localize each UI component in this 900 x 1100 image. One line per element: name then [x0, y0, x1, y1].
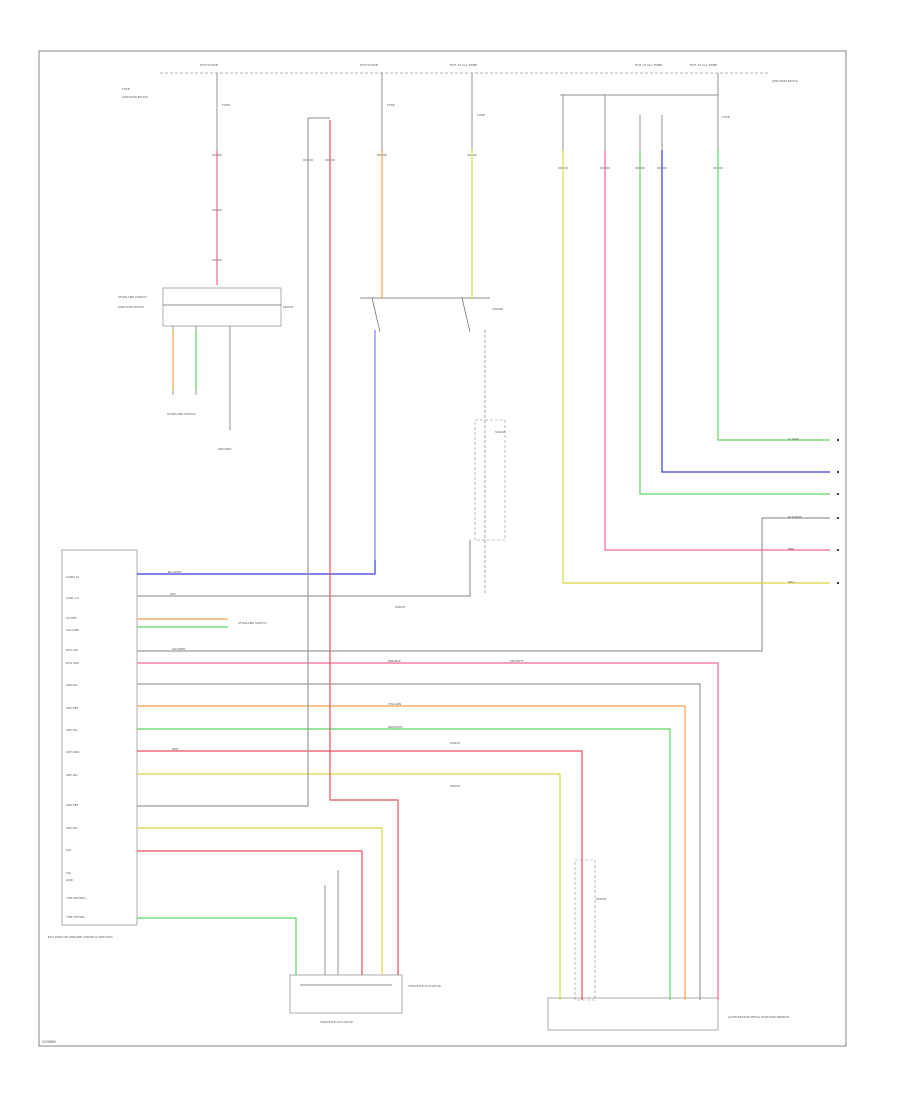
wire-gray-canl: [137, 540, 471, 597]
ecm-pin-11: APP SIG: [66, 773, 78, 777]
ecm-pin-12: APP REF: [66, 803, 79, 807]
fuse-label-4: HOT AT ALL TIMES: [635, 63, 663, 67]
throttle-label-below: THROTTLE ACTUATOR: [319, 1020, 353, 1024]
fuse-box-label: JUNCTION BLOCK: [771, 79, 799, 83]
ecm-box: [61, 549, 138, 926]
ecm-pin-1: CANH-LS: [66, 575, 79, 579]
wire-label-10: BLK/WHT: [788, 515, 802, 519]
fuse-label-d: FUSE: [722, 115, 730, 119]
wire-pink-rfg: [137, 662, 719, 1000]
cruise-sw-2: [461, 297, 471, 333]
ecm-pin-17: THR MOTOR+: [65, 896, 87, 900]
wire-orange-app: [137, 705, 686, 1000]
throttle-box: [289, 974, 403, 1014]
diagram-frame: [38, 50, 847, 1047]
relay-label: SPLICE: [495, 430, 505, 434]
ecm-pin-9: APP SIG: [66, 728, 78, 732]
wire-green-app: [137, 728, 671, 1000]
wire-pink-right: [604, 150, 830, 551]
ecm-label-1: ECU MODULE (ENGINE CONTROL MODULE): [48, 935, 113, 939]
splice-label-1: SPLICE: [395, 605, 405, 609]
ecm-pins: CANH-LS CANL-LS 5V-REF SIG-GND RFG-SIG R…: [65, 575, 87, 919]
splice-label-3: SPLICE: [450, 784, 460, 788]
ecm-pin-8: APP REF: [66, 706, 79, 710]
ecm-pin-4: SIG-GND: [66, 628, 80, 632]
wire-gray-app1: [137, 683, 701, 1000]
ecm-pin-3: 5V-REF: [66, 616, 77, 620]
wire-label-3: GRY/RED: [172, 647, 186, 651]
ecm-pin-2: CANL-LS: [66, 596, 79, 600]
wire-label-1: BLU/WHT: [168, 570, 182, 574]
wire-yellow-app: [137, 773, 561, 1000]
wire-red-app: [137, 750, 583, 1000]
top-connector-ticks: [212, 154, 723, 261]
wire-red-thr: [137, 850, 363, 975]
app-sensor-box: [547, 997, 719, 1031]
fuse-box-text-1: FUSE: [122, 87, 130, 91]
app-sensor-label: ACCELERATOR PEDAL POSITION SENSOR: [728, 1015, 789, 1019]
wire-green-thr: [137, 917, 297, 975]
ecm-pin-5: RFG-SIG: [66, 648, 79, 652]
splice-label-2: SPLICE: [450, 741, 460, 745]
cruise-sw-1: [371, 297, 381, 333]
wire-label-7: YEL/GRN: [388, 702, 401, 706]
wire-gray-sig: [137, 118, 309, 807]
fuse-label-b: FUSE: [387, 103, 395, 107]
ecm-pin-13: APP SIG: [66, 826, 78, 830]
stoplamp-label: STOPLAMP SWITCH: [238, 621, 267, 625]
fuse-label-c: FUSE: [477, 113, 485, 117]
wire-red-vert: [329, 120, 399, 975]
app-side-label: SPLICE: [596, 897, 606, 901]
wire-label-9: ORG: [788, 580, 795, 584]
wire-yellow-right: [562, 150, 830, 584]
ecm-pin-10: APP GND: [66, 750, 80, 754]
wire-labels: BLU/WHT GRY GRY/RED RED PNK/BLK GRN/WHT …: [168, 437, 802, 751]
wire-label-4: RED: [172, 747, 179, 751]
ecm-pin-14: SIG: [66, 848, 72, 852]
brake-module-label-3: SPLICE: [283, 305, 293, 309]
fuse-label-1: HOT IN RUN: [200, 63, 218, 67]
wire-label-6: GRN/WHT: [388, 725, 403, 729]
cruise-label: CRUISE: [492, 307, 503, 311]
wire-label-2: GRY: [170, 592, 176, 596]
ecm-pin-16: GND: [66, 878, 74, 882]
page-id: 000886: [42, 1040, 56, 1044]
wire-label-11: PNK: [788, 547, 795, 551]
ecm-pin-15: SIG: [66, 871, 72, 875]
brake-module-box: [162, 287, 282, 327]
fuse-box-text-2: JUNCTION BLOCK: [121, 95, 149, 99]
wire-gray-rfg: [137, 517, 830, 652]
wire-label-8: PPL/WHT: [510, 659, 524, 663]
brake-module-label-1: STOPLAMP SWITCH: [118, 295, 147, 299]
brake-module-label-2: JUNCTION BLOCK: [117, 305, 145, 309]
app-sensor-inner: [574, 859, 596, 1001]
relay-box: [474, 419, 506, 541]
right-connector-dots: [837, 439, 839, 584]
fuse-label-a: FUSE: [222, 103, 230, 107]
ecm-pin-7: APP SIG: [66, 683, 78, 687]
fuse-labels-top: HOT IN RUN HOT IN RUN HOT AT ALL TIMES H…: [121, 63, 799, 119]
brake-sw-label: STOPLAMP SWITCH: [167, 412, 196, 416]
fuse-label-2: HOT IN RUN: [360, 63, 378, 67]
ecm-pin-6: RFG-SUP: [66, 661, 79, 665]
ground-label: GROUND: [218, 447, 232, 451]
wire-green-right: [639, 150, 830, 495]
fuse-label-5: HOT AT ALL TIMES: [690, 63, 718, 67]
throttle-label-right: THROTTLE ACTUATOR: [407, 984, 441, 988]
wire-label-5: PNK/BLK: [388, 659, 402, 663]
wire-green-right2: [717, 150, 830, 441]
ecm-pin-18: THR MOTOR-: [65, 915, 85, 919]
wire-blue-right: [661, 150, 830, 473]
wires: [137, 118, 830, 1000]
wire-yellow-thr: [137, 827, 383, 975]
fuse-label-3: HOT AT ALL TIMES: [450, 63, 478, 67]
wire-label-12: LT GRN: [788, 437, 799, 441]
